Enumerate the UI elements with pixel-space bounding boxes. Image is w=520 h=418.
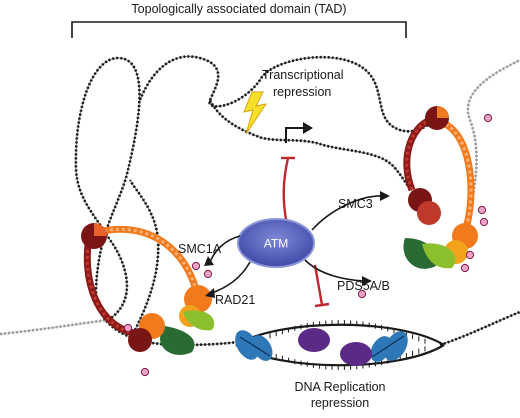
phosphate-circle-icon [460,263,470,273]
replication-complex [340,342,372,366]
transcription-label-line2: repression [273,85,331,99]
tad-label: Topologically associated domain (TAD) [131,2,346,16]
replication-label-line1: DNA Replication [294,380,385,394]
phosphate-circle-icon [357,289,367,299]
replication-label-line2: repression [311,396,369,410]
arrowheads [204,191,390,298]
phosphate-circle-icon [465,250,475,260]
pds5-label: PDS5A/B [337,279,390,293]
rad21-label: RAD21 [215,293,255,307]
cohesin-left [81,223,215,355]
inhibition-arrow [313,264,330,308]
arrow-to-rad21 [211,261,251,294]
phosphorylation-arrows [209,195,384,294]
tad-bracket [71,21,407,38]
inhibition-arrow [281,156,295,226]
phosphate-circle-icon [483,113,493,123]
replication-origin-icon [235,330,273,361]
replication-origin-icon [370,331,408,362]
phosphate-circle-icon [479,217,489,227]
phosphate-group [123,113,493,377]
phosphate-circle-icon [203,269,213,279]
cohesin-right [403,106,478,269]
arrow-to-smc3 [311,195,384,231]
atm-protein: ATM [237,218,315,268]
arrow-to-smc1a [209,235,241,263]
phosphate-circle-icon [477,205,487,215]
phosphate-circle-icon [191,261,201,271]
chromatin-fiber [0,55,520,347]
phosphate-circle-icon [123,323,133,333]
phosphate-circle-icon [140,367,150,377]
transcription-label-line1: Transcriptional [262,68,344,82]
transcription-start-arrow-icon [285,122,313,143]
smc3-label: SMC3 [338,197,373,211]
smc1a-label: SMC1A [178,242,222,256]
arrow-to-pds5 [304,259,365,282]
replication-complex [298,328,330,352]
lightning-bolt-icon [243,91,268,135]
atm-label: ATM [264,237,288,251]
